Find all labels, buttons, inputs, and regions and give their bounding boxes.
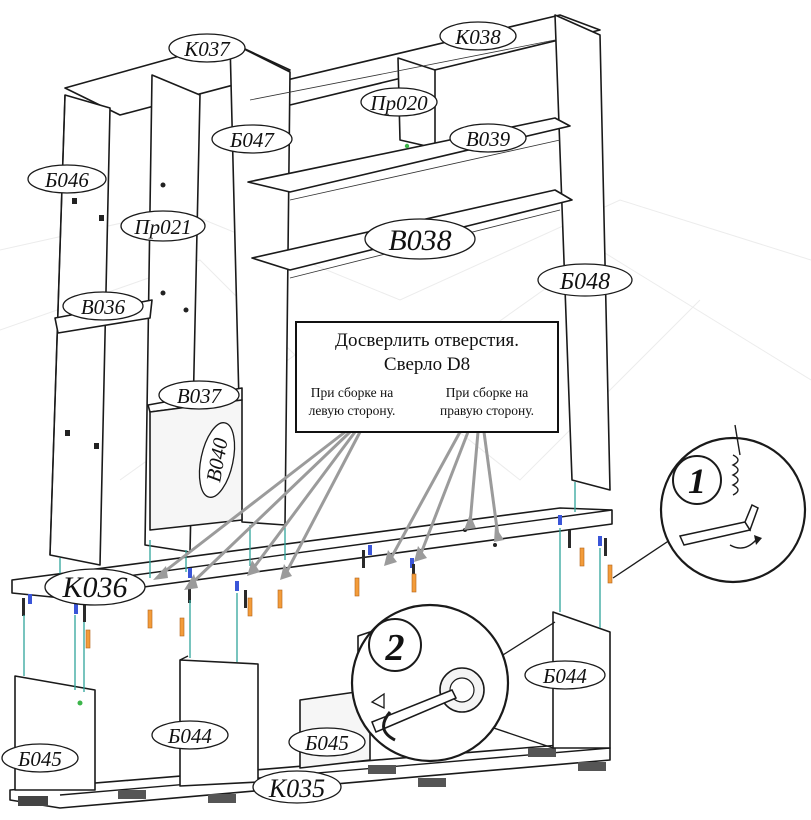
label-b039: В039 [449, 123, 527, 153]
label-pr021: Пр021 [120, 210, 206, 242]
label-b048: Б048 [537, 263, 633, 297]
svg-text:Пр020: Пр020 [369, 91, 428, 115]
callout-step1: 1 [612, 424, 807, 584]
svg-text:В038: В038 [388, 224, 451, 257]
svg-text:Б046: Б046 [44, 168, 89, 192]
label-k037: К037 [168, 33, 246, 63]
note-title: Досверлить отверстия. [335, 330, 519, 351]
panel-b045-left [14, 675, 96, 791]
step1-number: 1 [688, 461, 706, 501]
svg-text:В036: В036 [81, 295, 126, 319]
svg-text:К038: К038 [454, 25, 501, 49]
note-drill: Сверло D8 [384, 354, 470, 375]
note-left-line1: При сборке на [311, 385, 393, 400]
svg-text:Пр021: Пр021 [133, 215, 191, 239]
svg-text:Б047: Б047 [229, 128, 275, 152]
svg-text:К036: К036 [62, 571, 128, 604]
fixing-hardware [22, 515, 613, 649]
svg-text:К035: К035 [268, 774, 325, 803]
label-b046: Б046 [27, 164, 107, 194]
label-k035: К035 [252, 770, 342, 804]
svg-text:Б045: Б045 [17, 747, 62, 771]
panel-b048 [554, 14, 611, 491]
label-b040: В040 [198, 422, 236, 498]
note-right-line1: При сборке на [446, 385, 528, 400]
label-pr020: Пр020 [360, 87, 438, 117]
screwdriver-icon [370, 667, 485, 742]
callout-step2: 2 [350, 603, 556, 763]
part-labels: К037 К038 Пр020 В039 Б047 Б046 Пр021 В0 [1, 21, 633, 804]
svg-text:Б044: Б044 [167, 724, 212, 748]
svg-text:Б044: Б044 [542, 664, 587, 688]
step2-number: 2 [385, 627, 405, 669]
hardware-holes [65, 143, 497, 547]
note-left-line2: левую сторону. [309, 403, 396, 418]
label-k038: К038 [439, 21, 517, 51]
label-b036: В036 [62, 291, 144, 321]
label-b045-mid: Б045 [288, 727, 366, 757]
svg-text:Б048: Б048 [559, 269, 610, 295]
note-right-line2: правую сторону. [440, 403, 534, 418]
hex-key-icon [678, 424, 762, 549]
svg-text:Б045: Б045 [304, 731, 349, 755]
label-b037: В037 [158, 380, 240, 410]
label-b045-left: Б045 [1, 743, 79, 773]
svg-text:К037: К037 [183, 37, 231, 61]
label-b044-left: Б044 [151, 720, 229, 750]
svg-text:В037: В037 [177, 384, 223, 408]
label-b044-right: Б044 [524, 660, 606, 690]
label-k036: К036 [44, 568, 146, 606]
svg-text:В039: В039 [466, 127, 511, 151]
drill-note: Досверлить отверстия. Сверло D8 При сбор… [295, 321, 559, 433]
guide-lines [23, 482, 601, 692]
drill-arrows [153, 430, 504, 590]
label-b047: Б047 [211, 124, 293, 154]
label-b038: В038 [364, 218, 476, 260]
